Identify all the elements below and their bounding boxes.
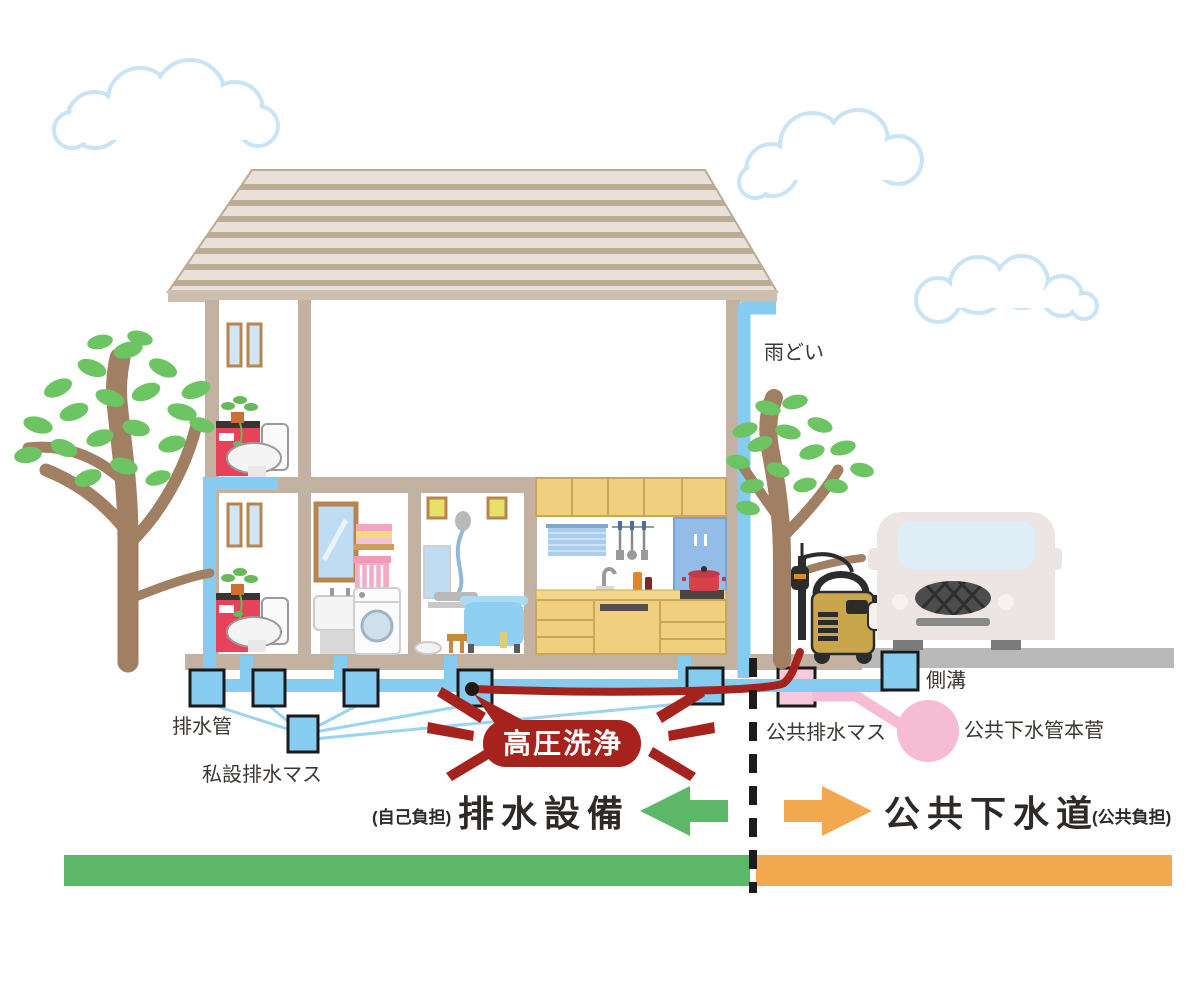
- public-side-bar: [756, 855, 1172, 886]
- basin-1: [188, 668, 226, 708]
- public-side-note: (公共負担): [1092, 808, 1172, 827]
- right-wall: [726, 300, 740, 656]
- cloud-top-right: [737, 108, 924, 200]
- bath-stool: [447, 634, 467, 653]
- window: [426, 496, 448, 520]
- pressure-hose: [465, 648, 804, 696]
- first-floor-toilet-room: [216, 502, 289, 652]
- pressure-wash-badge: [427, 687, 715, 781]
- wash-bowl: [414, 641, 442, 655]
- washroom: [313, 501, 401, 655]
- private-side-bar: [64, 855, 750, 886]
- headlight: [998, 594, 1014, 610]
- cloud-right: [914, 254, 1099, 324]
- sewer-connection-pipe: [812, 690, 903, 729]
- bubble-tail: [474, 694, 526, 728]
- public-side-title: 公共下水道: [884, 793, 1100, 834]
- hose-nozzle-point: [465, 682, 479, 696]
- bottle: [645, 577, 652, 591]
- spark-burst-left: [427, 687, 494, 781]
- car: [868, 512, 1062, 650]
- leaves: [726, 394, 874, 516]
- shower: [428, 511, 484, 608]
- basin-3: [342, 668, 380, 708]
- private-basin-label: 私設排水マス: [202, 764, 322, 786]
- arrow-right-icon: [784, 786, 872, 836]
- faucet: [596, 567, 617, 591]
- rain-downspout: [737, 301, 776, 678]
- bumper-vent: [916, 618, 990, 626]
- windshield: [897, 521, 1035, 569]
- roof: [166, 169, 779, 302]
- rain-gutter-label: 雨どい: [764, 342, 824, 364]
- vanity-sink: [313, 588, 361, 654]
- drain-basins: [188, 650, 920, 754]
- toilet: [226, 597, 289, 652]
- sewer-main-label: 公共下水管本菅: [964, 720, 1104, 742]
- basin-2: [251, 668, 287, 708]
- laundry-basket: [353, 556, 391, 590]
- window: [226, 502, 263, 548]
- spark-burst-right: [648, 687, 715, 781]
- mirror: [423, 545, 451, 599]
- side-gutter-label: 側溝: [926, 670, 966, 692]
- bottle: [500, 632, 507, 648]
- washing-machine: [353, 587, 401, 655]
- drain-pipe-label: 排水管: [172, 716, 232, 738]
- tree-right: [726, 389, 874, 669]
- window: [486, 496, 508, 520]
- pressure-washer: [791, 543, 887, 664]
- kitchen: [535, 477, 727, 655]
- arrow-left-icon: [640, 786, 728, 836]
- window-blinds: [546, 524, 608, 556]
- lower-cabinets: [535, 599, 727, 655]
- side-gutter-box: [880, 650, 920, 692]
- private-side-note: (自己負担): [372, 808, 452, 827]
- private-side-title: 排水設備: [458, 793, 631, 834]
- tree-left: [14, 330, 215, 673]
- towel-shelf: [354, 524, 394, 550]
- pressure-wash-badge-label: 高圧洗浄: [502, 728, 623, 759]
- toilet: [226, 423, 289, 477]
- bottle: [633, 572, 642, 591]
- public-basin-label: 公共排水マス: [766, 722, 886, 744]
- second-floor-toilet-room: [216, 322, 289, 477]
- pavement: [862, 648, 1174, 668]
- headlight: [892, 594, 908, 610]
- upper-cabinets: [535, 477, 727, 517]
- stove: [680, 590, 724, 599]
- leaves: [14, 330, 215, 487]
- bathtub: [460, 596, 528, 653]
- grille: [915, 581, 991, 615]
- cloud-top-left: [52, 58, 280, 150]
- plant: [221, 396, 258, 467]
- hanging-utensils: [612, 521, 654, 560]
- ground-strip: [185, 654, 862, 670]
- eave-board: [168, 290, 777, 302]
- window: [226, 322, 263, 368]
- spray-gun: [798, 556, 806, 640]
- private-basin-sample: [286, 714, 320, 754]
- bubble: [483, 720, 641, 767]
- cooking-pot: [682, 566, 726, 591]
- sewer-main-circle: [897, 700, 959, 762]
- bathroom: [414, 496, 528, 655]
